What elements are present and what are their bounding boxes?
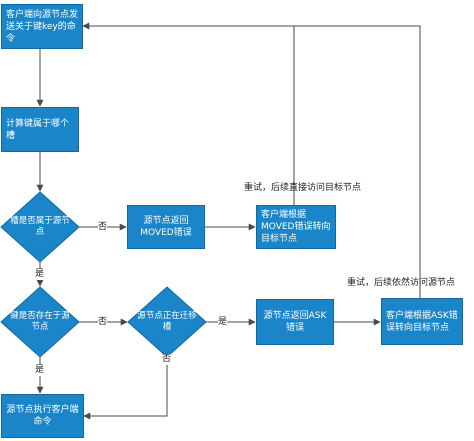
node-redirect-moved: 客户端根据MOVED错误转向目标节点: [256, 205, 336, 249]
node-return-ask: 源节点返回ASK错误: [256, 299, 334, 345]
node-calc-slot: 计算键属于哪个槽: [1, 107, 79, 152]
edge-label-slot-yes: 是: [35, 269, 45, 280]
node-redirect-ask: 客户端根据ASK错误转向目标节点: [381, 298, 463, 345]
edge-label-migrating-no: 否: [162, 354, 172, 365]
decision-key-on-source-label: 键是否存在于源节点: [10, 311, 70, 332]
edge-retry-source: [294, 25, 421, 298]
edge-migrating-no: [83, 357, 168, 420]
edge-label-migrating-yes: 是: [218, 317, 228, 328]
edge-retry-direct: [82, 22, 295, 205]
node-execute: 源节点执行客户端命令: [1, 394, 84, 438]
decision-migrating-label: 源节点正在迁移槽: [137, 311, 197, 332]
note-retry-direct: 重试，后续直接访问目标节点: [244, 183, 362, 193]
decision-slot-on-source-label: 槽是否属于源节点: [10, 216, 70, 237]
node-return-moved: 源节点返回MOVED错误: [127, 205, 205, 249]
edge-label-key-yes: 是: [35, 365, 45, 376]
node-send-command: 客户端向源节点发送关于键key的命令: [1, 4, 83, 49]
edge-label-slot-no: 否: [98, 222, 108, 233]
edge-label-key-no: 否: [98, 317, 108, 328]
note-retry-source: 重试，后续依然访问源节点: [347, 278, 456, 288]
